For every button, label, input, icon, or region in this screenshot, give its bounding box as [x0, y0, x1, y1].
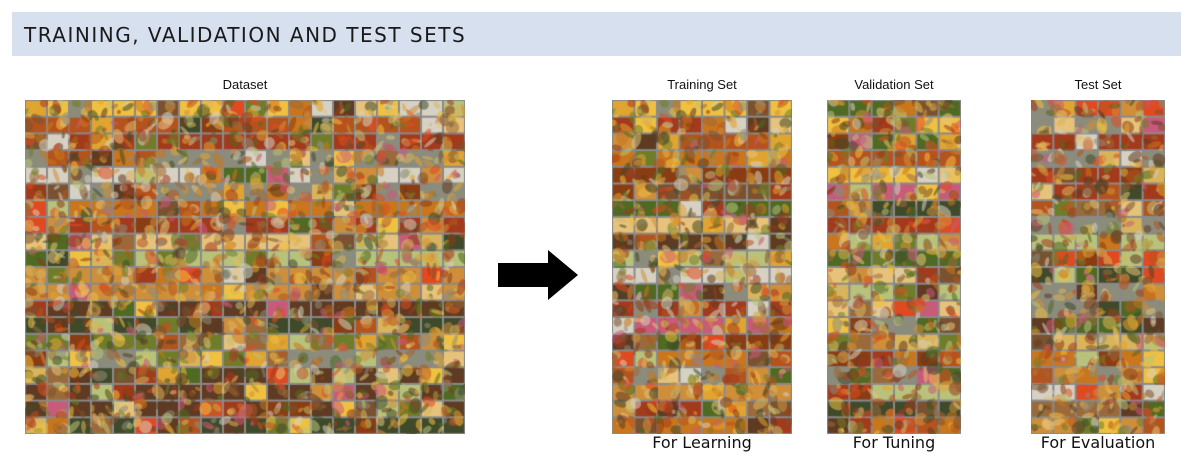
test-set-image-grid — [1031, 100, 1165, 434]
validation-set-image-grid — [827, 100, 961, 434]
test-set-label: Test Set — [1074, 77, 1122, 92]
validation-set-caption: For Tuning — [852, 433, 936, 452]
validation-set-thumbnails — [827, 100, 961, 434]
training-set-caption: For Learning — [652, 433, 752, 452]
right-arrow-icon — [498, 250, 578, 300]
training-set-image-grid — [612, 100, 792, 434]
header-bar: TRAINING, VALIDATION AND TEST SETS — [12, 12, 1181, 56]
test-set-caption: For Evaluation — [1040, 433, 1156, 452]
training-set-label: Training Set — [667, 77, 737, 92]
validation-set-label: Validation Set — [854, 77, 934, 92]
test-set-thumbnails — [1031, 100, 1165, 434]
dataset-label: Dataset — [222, 77, 268, 92]
dataset-thumbnails — [25, 100, 465, 434]
dataset-image-grid — [25, 100, 465, 434]
training-set-thumbnails — [612, 100, 792, 434]
page-title: TRAINING, VALIDATION AND TEST SETS — [24, 23, 467, 47]
